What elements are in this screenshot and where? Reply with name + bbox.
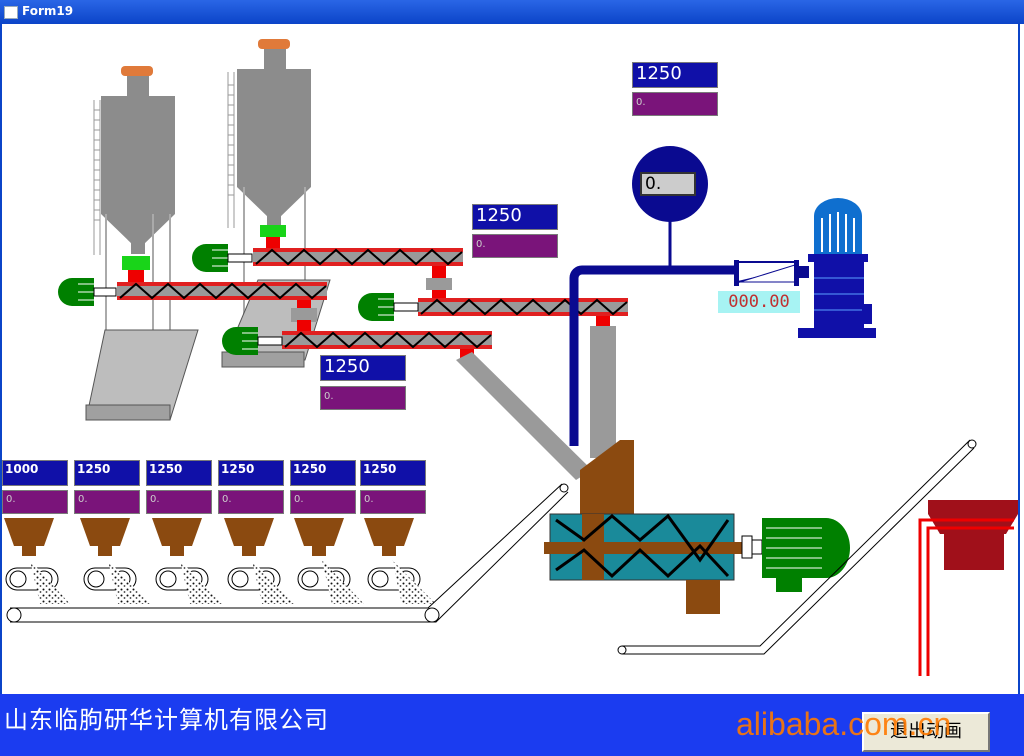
- bin-2-target: 1250: [74, 460, 140, 486]
- watermark: alibaba.com.cn: [736, 706, 952, 742]
- silo-1: [85, 66, 199, 421]
- motor-1: [58, 278, 117, 306]
- bin-3-actual: 0.: [146, 490, 212, 514]
- bin-3-target: 1250: [146, 460, 212, 486]
- mixer: [544, 440, 850, 614]
- lower-target-value: 1250: [320, 355, 406, 381]
- bin-5-target: 1250: [290, 460, 356, 486]
- chute-left: [456, 352, 592, 480]
- motor-4: [222, 327, 283, 355]
- water-gauge-readout: 0.: [640, 172, 696, 196]
- bin-6-actual: 0.: [360, 490, 426, 514]
- window-frame: [0, 24, 1020, 694]
- motor-2: [192, 244, 253, 272]
- bin-6-target: 1250: [360, 460, 426, 486]
- middle-target-value: 1250: [472, 204, 558, 230]
- screw-conveyor-2: [253, 248, 463, 300]
- screw-conveyor-3: [418, 298, 628, 328]
- screw-conveyor-1: [117, 282, 327, 312]
- weigh-belts: [5, 567, 421, 591]
- exit-animation-button[interactable]: 退出动画: [862, 712, 990, 752]
- bin-4-target: 1250: [218, 460, 284, 486]
- bin-4-actual: 0.: [218, 490, 284, 514]
- gravel-piles: [30, 560, 436, 604]
- bin-2-actual: 0.: [74, 490, 140, 514]
- chute-right: [590, 326, 616, 458]
- bin-1-target: 1000: [2, 460, 68, 486]
- window-title: Form19: [22, 4, 74, 18]
- collecting-belt: [6, 483, 569, 623]
- aggregate-bins: [4, 518, 414, 556]
- water-pump: [798, 198, 876, 338]
- window-icon: [4, 6, 18, 19]
- outlet-belt: [617, 439, 977, 655]
- discharge-hopper: [918, 500, 1018, 676]
- top-actual-value: 0.: [632, 92, 718, 116]
- motor-3: [358, 293, 419, 321]
- bin-5-actual: 0.: [290, 490, 356, 514]
- flow-meter-readout: 000.00: [718, 291, 800, 313]
- middle-actual-value: 0.: [472, 234, 558, 258]
- title-bar: Form19: [0, 0, 1024, 24]
- footer-bar: [0, 694, 1024, 756]
- top-target-value: 1250: [632, 62, 718, 88]
- lower-actual-value: 0.: [320, 386, 406, 410]
- screw-conveyor-4: [282, 308, 492, 361]
- bin-1-actual: 0.: [2, 490, 68, 514]
- company-name: 山东临朐研华计算机有限公司: [4, 706, 329, 734]
